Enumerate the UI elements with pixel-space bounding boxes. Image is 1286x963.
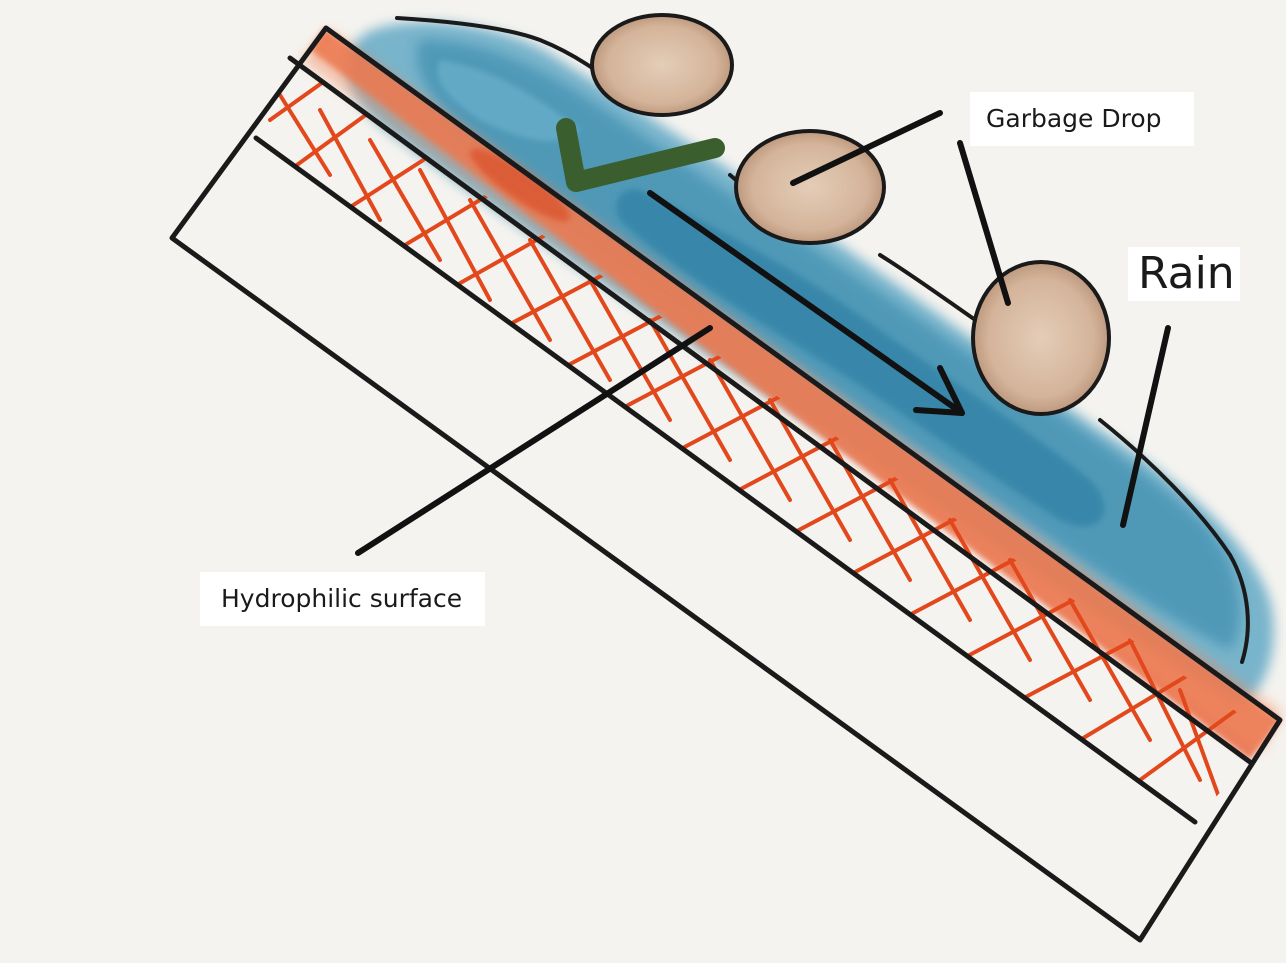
rain-label: Rain <box>1128 247 1240 301</box>
hydrophilic-surface-label: Hydrophilic surface <box>200 572 485 626</box>
garbage-drop-3 <box>971 260 1111 416</box>
garbage-drop-label: Garbage Drop <box>970 92 1194 146</box>
leader-line-garbage-1 <box>790 110 943 186</box>
leader-line-rain <box>1120 325 1171 528</box>
leader-line-hydrophilic <box>355 325 713 556</box>
leader-lines <box>355 110 1171 556</box>
leader-line-garbage-2 <box>957 140 1011 306</box>
water-layer <box>346 21 1274 705</box>
arrow-down-right-icon <box>647 190 965 416</box>
garbage-drop-1 <box>590 13 734 117</box>
check-mark-icon <box>556 118 725 192</box>
slab-outline <box>169 25 1283 943</box>
hydrophilic-coating <box>300 28 1282 760</box>
